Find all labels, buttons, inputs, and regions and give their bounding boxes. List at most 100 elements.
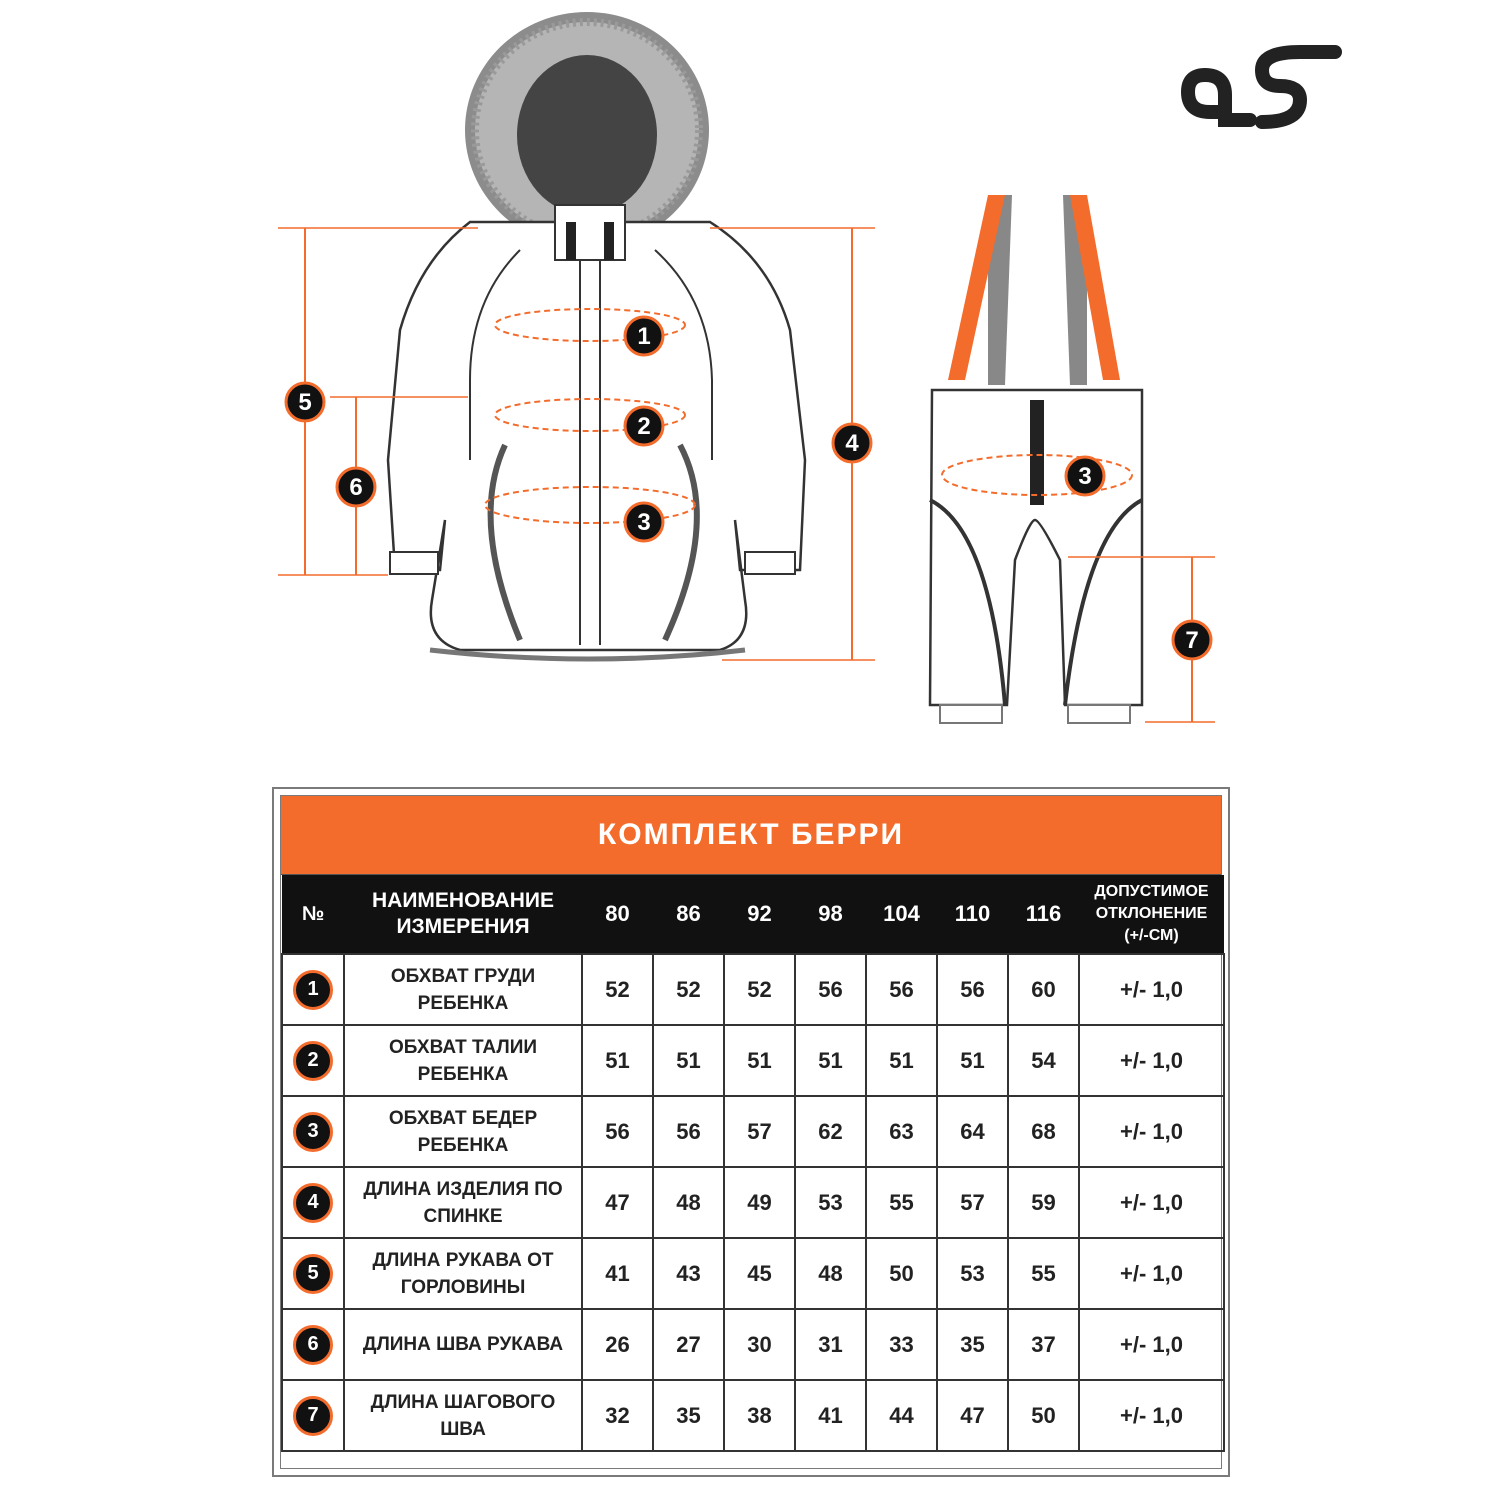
size-value: 55 (865, 1166, 938, 1239)
measurement-name-line2: РЕБЕНКА (417, 992, 509, 1014)
measurement-name: ОБХВАТ ГРУДИ РЕБЕНКА (343, 953, 583, 1026)
size-value: 45 (723, 1237, 796, 1310)
measurement-name: ДЛИНА ИЗДЕЛИЯ ПО СПИНКЕ (343, 1166, 583, 1239)
tolerance-value: +/- 1,0 (1078, 1166, 1225, 1239)
measurement-name-line1: ДЛИНА ИЗДЕЛИЯ ПО (363, 1178, 563, 1200)
size-value: 26 (581, 1308, 654, 1381)
size-value: 49 (723, 1166, 796, 1239)
svg-text:4: 4 (845, 430, 859, 457)
size-value: 44 (865, 1379, 938, 1452)
header-tolerance: ДОПУСТИМОЕ ОТКЛОНЕНИЕ (+/-СМ) (1079, 875, 1224, 954)
header-tolerance-line3: (+/-СМ) (1124, 927, 1179, 944)
size-value: 35 (652, 1379, 725, 1452)
header-size: 116 (1008, 875, 1079, 954)
measurement-name-line2: СПИНКЕ (423, 1205, 503, 1227)
tolerance-value: +/- 1,0 (1078, 1095, 1225, 1168)
marker-5: 5 (284, 381, 326, 423)
size-value: 60 (1007, 953, 1080, 1026)
measurement-name-line2: ГОРЛОВИНЫ (400, 1276, 526, 1298)
brand-logo (1180, 45, 1342, 129)
size-table-inner: КОМПЛЕКТ БЕРРИ № НАИМЕНОВАНИЕ ИЗМЕРЕНИЯ … (280, 795, 1225, 1469)
marker-3-pants: 3 (1064, 455, 1106, 497)
size-value: 57 (723, 1095, 796, 1168)
size-value: 59 (1007, 1166, 1080, 1239)
svg-text:3: 3 (637, 509, 650, 536)
svg-text:6: 6 (349, 474, 362, 501)
size-value: 35 (936, 1308, 1009, 1381)
marker-7: 7 (1171, 619, 1213, 661)
size-value: 38 (723, 1379, 796, 1452)
size-value: 50 (865, 1237, 938, 1310)
measurement-name-line1: ОБХВАТ ГРУДИ (390, 965, 536, 987)
size-table: КОМПЛЕКТ БЕРРИ № НАИМЕНОВАНИЕ ИЗМЕРЕНИЯ … (272, 787, 1230, 1477)
size-value: 41 (581, 1237, 654, 1310)
header-size: 92 (724, 875, 795, 954)
row-number-badge: 5 (293, 1253, 333, 1294)
marker-4: 4 (831, 422, 873, 464)
measurement-name-line1: ДЛИНА ШАГОВОГО (370, 1391, 556, 1413)
row-number-badge: 2 (293, 1040, 333, 1081)
tolerance-value: +/- 1,0 (1078, 1024, 1225, 1097)
size-value: 51 (794, 1024, 867, 1097)
size-value: 53 (794, 1166, 867, 1239)
row-number-cell: 6 (281, 1308, 345, 1381)
header-name-line1: НАИМЕНОВАНИЕ (372, 889, 554, 912)
size-value: 27 (652, 1308, 725, 1381)
row-number-badge: 6 (293, 1324, 333, 1365)
marker-6: 6 (335, 466, 377, 508)
size-value: 54 (1007, 1024, 1080, 1097)
size-chart-table: № НАИМЕНОВАНИЕ ИЗМЕРЕНИЯ 80 86 92 98 104… (281, 875, 1225, 1452)
size-value: 51 (865, 1024, 938, 1097)
row-number-badge: 3 (293, 1111, 333, 1152)
size-value: 51 (723, 1024, 796, 1097)
svg-text:7: 7 (1185, 627, 1198, 654)
size-value: 53 (936, 1237, 1009, 1310)
row-number-badge: 7 (293, 1395, 333, 1436)
table-title: КОМПЛЕКТ БЕРРИ (281, 796, 1221, 875)
size-value: 63 (865, 1095, 938, 1168)
size-value: 56 (936, 953, 1009, 1026)
size-value: 55 (1007, 1237, 1080, 1310)
size-value: 47 (581, 1166, 654, 1239)
measurement-name-line1: ДЛИНА РУКАВА ОТ (372, 1249, 554, 1271)
row-number-cell: 5 (281, 1237, 345, 1310)
garment-illustration: 1 2 3 4 5 6 3 7 (278, 12, 1342, 724)
size-value: 48 (652, 1166, 725, 1239)
svg-text:3: 3 (1078, 463, 1091, 490)
size-value: 52 (581, 953, 654, 1026)
jacket-drawing (278, 12, 875, 662)
header-size: 110 (937, 875, 1008, 954)
measurement-name-line1: ОБХВАТ БЕДЕР (388, 1107, 538, 1129)
row-number-badge: 4 (293, 1182, 333, 1223)
header-tolerance-line1: ДОПУСТИМОЕ (1094, 883, 1209, 900)
row-number-cell: 1 (281, 953, 345, 1026)
measurement-name-line2: РЕБЕНКА (417, 1134, 509, 1156)
measurement-name: ОБХВАТ БЕДЕР РЕБЕНКА (343, 1095, 583, 1168)
tolerance-value: +/- 1,0 (1078, 1308, 1225, 1381)
row-number-cell: 7 (281, 1379, 345, 1452)
size-value: 56 (652, 1095, 725, 1168)
size-value: 68 (1007, 1095, 1080, 1168)
row-number-badge: 1 (293, 969, 333, 1010)
header-name: НАИМЕНОВАНИЕ ИЗМЕРЕНИЯ (344, 875, 582, 954)
header-size: 98 (795, 875, 866, 954)
size-value: 51 (652, 1024, 725, 1097)
row-number-cell: 2 (281, 1024, 345, 1097)
header-size: 86 (653, 875, 724, 954)
size-value: 47 (936, 1379, 1009, 1452)
size-value: 48 (794, 1237, 867, 1310)
size-value: 56 (581, 1095, 654, 1168)
size-value: 33 (865, 1308, 938, 1381)
svg-text:1: 1 (637, 323, 650, 350)
header-number: № (282, 875, 344, 954)
marker-2: 2 (623, 405, 665, 447)
header-row: № НАИМЕНОВАНИЕ ИЗМЕРЕНИЯ 80 86 92 98 104… (282, 875, 1224, 954)
header-size: 80 (582, 875, 653, 954)
